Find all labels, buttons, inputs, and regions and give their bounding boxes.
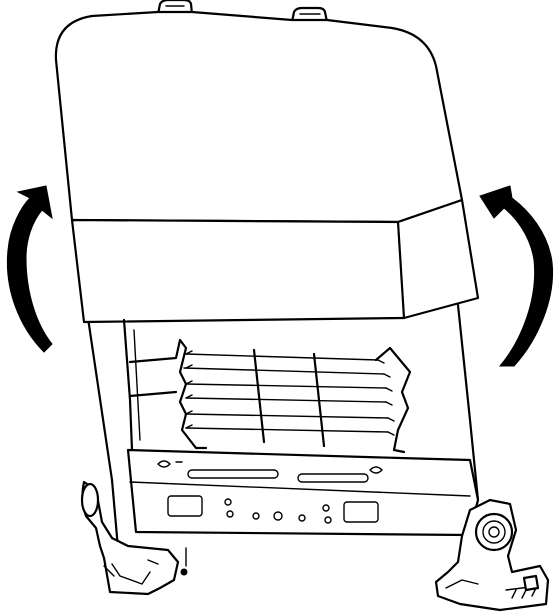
arrow-right-curved-up <box>479 185 554 367</box>
right-hinge-bracket <box>434 498 550 612</box>
lumbar-wire-support <box>128 338 412 454</box>
headrest-guide-left <box>156 0 194 16</box>
opening-left <box>167 495 203 517</box>
panel-holes <box>224 498 332 524</box>
lower-frame-panel <box>126 448 480 537</box>
frame-left-side <box>86 316 120 550</box>
headrest-guide-right <box>290 6 329 24</box>
arrow-left-curved-up <box>6 185 53 353</box>
seat-back-cover <box>54 10 464 224</box>
panel-slot-left <box>187 469 279 479</box>
inner-frame-left <box>122 318 134 452</box>
panel-slot-right <box>297 473 369 483</box>
opening-right <box>343 501 379 523</box>
left-hinge-bracket <box>80 480 188 596</box>
cover-band-fold <box>396 220 406 320</box>
